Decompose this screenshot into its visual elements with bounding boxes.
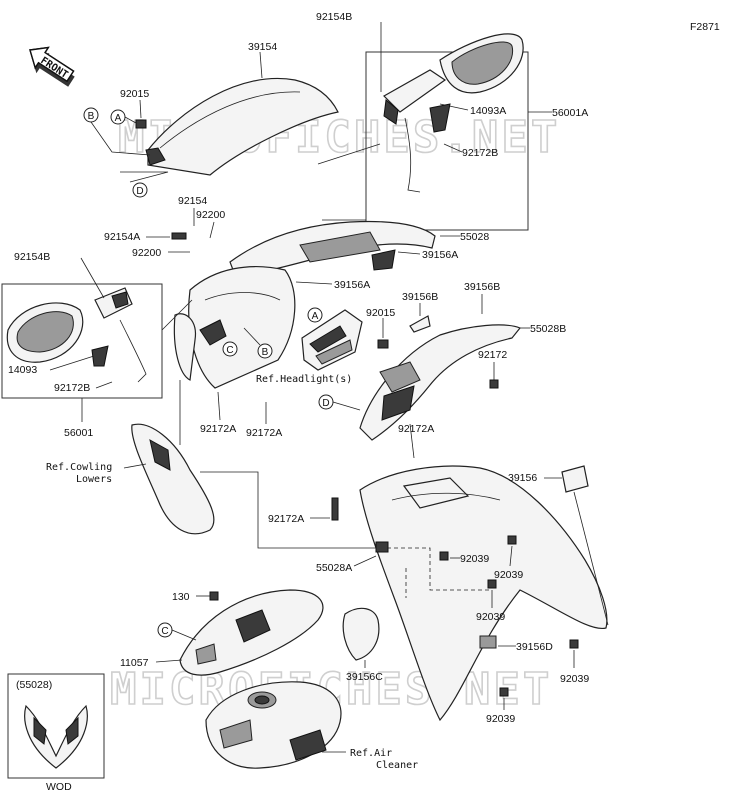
ref-air-1: Ref.Air bbox=[350, 748, 392, 759]
mirror-left-part bbox=[6, 287, 147, 383]
side-cowl-part bbox=[359, 465, 608, 722]
clip-39156d bbox=[479, 635, 497, 649]
callout-d-2: D bbox=[322, 398, 329, 409]
label-92172b-top: 92172B bbox=[462, 147, 498, 159]
ref-cowling-2: Lowers bbox=[76, 474, 112, 485]
figure-code: F2871 bbox=[690, 21, 720, 33]
callout-d-1: D bbox=[136, 186, 143, 197]
label-92200-a: 92200 bbox=[196, 209, 225, 221]
callout-a-1: A bbox=[115, 113, 122, 124]
label-55028: 55028 bbox=[460, 231, 489, 243]
label-92154: 92154 bbox=[178, 195, 207, 207]
headlight-ref-part bbox=[301, 309, 363, 371]
label-130: 130 bbox=[172, 591, 190, 603]
inset-box bbox=[7, 673, 105, 779]
label-55028a: 55028A bbox=[316, 562, 352, 574]
mirror-box-right bbox=[365, 51, 529, 231]
label-92039-4: 92039 bbox=[560, 673, 589, 685]
front-arrow-icon bbox=[29, 46, 75, 87]
ref-air-2: Cleaner bbox=[376, 760, 418, 771]
label-56001: 56001 bbox=[64, 427, 93, 439]
decal-39156 bbox=[561, 465, 589, 493]
callout-c-2: C bbox=[161, 626, 168, 637]
label-11057: 11057 bbox=[120, 657, 149, 669]
grommet-92015-b bbox=[377, 339, 389, 349]
cowling-lower-ref-part bbox=[131, 423, 215, 535]
label-92154b-top: 92154B bbox=[316, 11, 352, 23]
label-92039-3: 92039 bbox=[476, 611, 505, 623]
label-39154: 39154 bbox=[248, 41, 277, 53]
label-92154a: 92154A bbox=[104, 231, 140, 243]
callout-c-1: C bbox=[226, 345, 233, 356]
ref-headlight: Ref.Headlight(s) bbox=[256, 374, 352, 385]
label-92039-2: 92039 bbox=[494, 569, 523, 581]
label-39156b-1: 39156B bbox=[402, 291, 438, 303]
label-92154b-left: 92154B bbox=[14, 251, 50, 263]
ref-cowling-1: Ref.Cowling bbox=[46, 462, 112, 473]
inset-ref: (55028) bbox=[16, 679, 52, 691]
label-39156a-2: 39156A bbox=[334, 279, 370, 291]
label-92172a-1: 92172A bbox=[200, 423, 236, 435]
label-92015-b: 92015 bbox=[366, 307, 395, 319]
upper-cowl-part bbox=[173, 220, 436, 389]
label-14093: 14093 bbox=[8, 364, 37, 376]
label-56001a: 56001A bbox=[552, 107, 588, 119]
label-92172a-4: 92172A bbox=[268, 513, 304, 525]
label-92039-1: 92039 bbox=[460, 553, 489, 565]
label-39156d: 39156D bbox=[516, 641, 553, 653]
inset-code: WOD bbox=[46, 781, 72, 793]
mirror-right-part bbox=[383, 33, 524, 193]
label-55028b: 55028B bbox=[530, 323, 566, 335]
windshield-part bbox=[145, 78, 339, 176]
lower-bracket-part bbox=[179, 589, 324, 676]
grommet-92015-a bbox=[135, 119, 147, 129]
label-92039-5: 92039 bbox=[486, 713, 515, 725]
callout-b-1: B bbox=[88, 111, 95, 122]
pad-39156c bbox=[342, 607, 380, 661]
label-14093a: 14093A bbox=[470, 105, 506, 117]
label-92172a-3: 92172A bbox=[398, 423, 434, 435]
label-39156c: 39156C bbox=[346, 671, 383, 683]
label-39156b-2: 39156B bbox=[464, 281, 500, 293]
label-92172: 92172 bbox=[478, 349, 507, 361]
label-39156a-1: 39156A bbox=[422, 249, 458, 261]
label-92200-b: 92200 bbox=[132, 247, 161, 259]
air-cleaner-ref-part bbox=[205, 681, 342, 769]
inner-panel-part bbox=[359, 324, 521, 441]
label-92015-a: 92015 bbox=[120, 88, 149, 100]
callout-a-2: A bbox=[312, 311, 319, 322]
label-39156: 39156 bbox=[508, 472, 537, 484]
callout-b-2: B bbox=[262, 347, 269, 358]
inset-cowl-part bbox=[24, 704, 88, 769]
label-92172a-2: 92172A bbox=[246, 427, 282, 439]
label-92172b-left: 92172B bbox=[54, 382, 90, 394]
